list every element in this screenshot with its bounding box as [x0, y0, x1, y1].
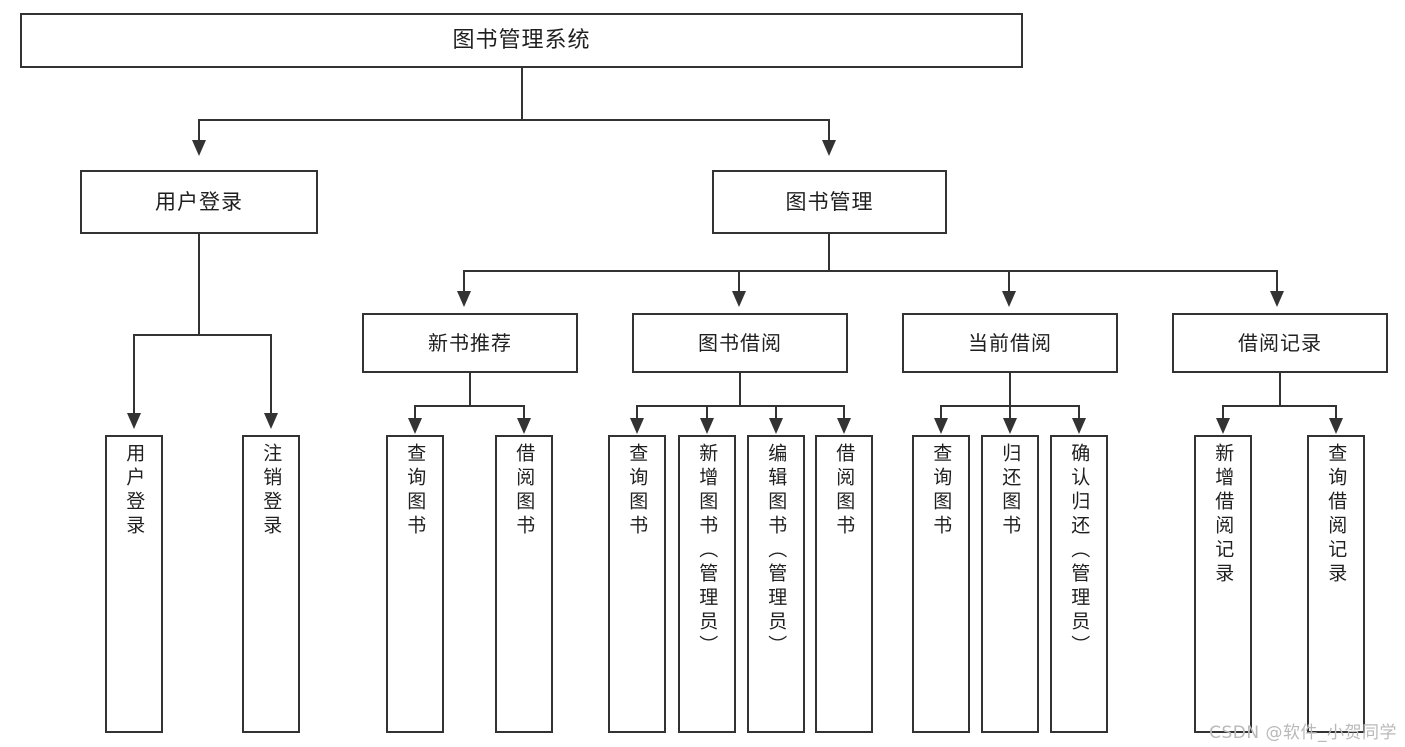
node-book-management[interactable]: 图书管理 — [712, 170, 947, 234]
connector-new-book-bus — [414, 405, 525, 407]
leaf-label: 新增图书（管理员） — [696, 443, 719, 659]
arrow-borrow-record-leaf-1 — [1216, 418, 1230, 434]
leaf-add-borrow-record[interactable]: 新增借阅记录 — [1194, 435, 1252, 733]
leaf-label: 借阅图书 — [513, 443, 536, 539]
connector-user-login-leg-1 — [133, 334, 135, 414]
arrow-to-new-book-recommend — [457, 291, 471, 307]
connector-user-login-stem — [198, 234, 200, 335]
leaf-label: 归还图书 — [999, 443, 1022, 539]
connector-user-login-leg-2 — [270, 334, 272, 414]
leaf-edit-book-admin[interactable]: 编辑图书（管理员） — [747, 435, 805, 733]
node-new-book-recommend[interactable]: 新书推荐 — [362, 313, 578, 373]
connector-current-borrow-leg-3 — [1078, 405, 1080, 419]
connector-book-borrow-leg-1 — [636, 405, 638, 419]
arrow-book-borrow-leaf-3 — [769, 418, 783, 434]
leaf-query-book-recommend[interactable]: 查询图书 — [386, 435, 444, 733]
arrow-to-user-login — [192, 140, 206, 156]
node-user-login[interactable]: 用户登录 — [80, 170, 318, 234]
leaf-borrow-book[interactable]: 借阅图书 — [815, 435, 873, 733]
connector-level3-bus — [463, 270, 1278, 272]
node-label: 图书管理 — [785, 189, 874, 214]
leaf-label: 查询图书 — [404, 443, 427, 539]
leaf-label: 借阅图书 — [833, 443, 856, 539]
connector-book-borrow-leg-3 — [775, 405, 777, 419]
node-book-management-system[interactable]: 图书管理系统 — [20, 13, 1023, 68]
arrow-to-user-login-leaf — [127, 413, 141, 429]
arrow-to-book-borrow — [732, 291, 746, 307]
leaf-logout[interactable]: 注销登录 — [242, 435, 300, 733]
node-borrow-record[interactable]: 借阅记录 — [1172, 313, 1388, 373]
connector-borrow-record-leg-1 — [1222, 405, 1224, 419]
leaf-label: 查询图书 — [626, 443, 649, 539]
leaf-label: 确认归还（管理员） — [1068, 443, 1091, 659]
connector-book-borrow-leg-2 — [706, 405, 708, 419]
arrow-book-borrow-leaf-2 — [700, 418, 714, 434]
connector-level3-leg-3 — [1008, 270, 1010, 292]
connector-user-login-bus — [133, 334, 272, 336]
connector-book-management-stem — [828, 234, 830, 271]
connector-book-borrow-stem — [739, 373, 741, 406]
leaf-label: 新增借阅记录 — [1212, 443, 1235, 587]
node-label: 图书借阅 — [698, 330, 782, 355]
leaf-label: 查询图书 — [930, 443, 953, 539]
arrow-to-borrow-record — [1270, 291, 1284, 307]
node-label: 图书管理系统 — [452, 27, 591, 53]
connector-current-borrow-leg-2 — [1009, 405, 1011, 419]
connector-root-leg-right — [828, 119, 830, 141]
leaf-user-login[interactable]: 用户登录 — [105, 435, 163, 733]
connector-current-borrow-stem — [1009, 373, 1011, 406]
node-label: 借阅记录 — [1238, 330, 1322, 355]
connector-new-book-stem — [469, 373, 471, 406]
connector-current-borrow-leg-1 — [940, 405, 942, 419]
arrow-to-logout-leaf — [264, 413, 278, 429]
connector-borrow-record-stem — [1279, 373, 1281, 406]
arrow-current-borrow-leaf-3 — [1072, 418, 1086, 434]
connector-root-stem — [521, 68, 523, 120]
leaf-query-book-current[interactable]: 查询图书 — [912, 435, 970, 733]
arrow-new-book-leaf-1 — [408, 418, 422, 434]
arrow-current-borrow-leaf-2 — [1003, 418, 1017, 434]
connector-borrow-record-bus — [1222, 405, 1337, 407]
leaf-label: 查询借阅记录 — [1325, 443, 1348, 587]
node-book-borrow[interactable]: 图书借阅 — [632, 313, 848, 373]
leaf-borrow-book-recommend[interactable]: 借阅图书 — [495, 435, 553, 733]
connector-book-borrow-leg-4 — [843, 405, 845, 419]
node-current-borrow[interactable]: 当前借阅 — [902, 313, 1118, 373]
node-label: 用户登录 — [155, 189, 243, 214]
connector-level3-leg-1 — [463, 270, 465, 292]
watermark: CSDN @软件_小贺同学 — [1209, 723, 1397, 743]
arrow-book-borrow-leaf-1 — [630, 418, 644, 434]
connector-level3-leg-2 — [738, 270, 740, 292]
connector-new-book-leg-1 — [414, 405, 416, 419]
connector-book-borrow-bus — [636, 405, 845, 407]
connector-level3-leg-4 — [1276, 270, 1278, 292]
arrow-to-book-management — [822, 140, 836, 156]
leaf-label: 编辑图书（管理员） — [765, 443, 788, 659]
arrow-borrow-record-leaf-2 — [1329, 418, 1343, 434]
leaf-return-book[interactable]: 归还图书 — [981, 435, 1039, 733]
leaf-label: 注销登录 — [260, 443, 283, 539]
leaf-query-book[interactable]: 查询图书 — [608, 435, 666, 733]
arrow-book-borrow-leaf-4 — [837, 418, 851, 434]
connector-new-book-leg-2 — [523, 405, 525, 419]
leaf-query-borrow-record[interactable]: 查询借阅记录 — [1307, 435, 1365, 733]
connector-root-bus — [198, 119, 830, 121]
leaf-label: 用户登录 — [123, 443, 146, 539]
node-label: 新书推荐 — [428, 330, 512, 355]
leaf-add-book-admin[interactable]: 新增图书（管理员） — [678, 435, 736, 733]
connector-borrow-record-leg-2 — [1335, 405, 1337, 419]
node-label: 当前借阅 — [968, 330, 1052, 355]
leaf-confirm-return-admin[interactable]: 确认归还（管理员） — [1050, 435, 1108, 733]
arrow-current-borrow-leaf-1 — [934, 418, 948, 434]
connector-root-leg-left — [198, 119, 200, 141]
arrow-new-book-leaf-2 — [517, 418, 531, 434]
arrow-to-current-borrow — [1002, 291, 1016, 307]
